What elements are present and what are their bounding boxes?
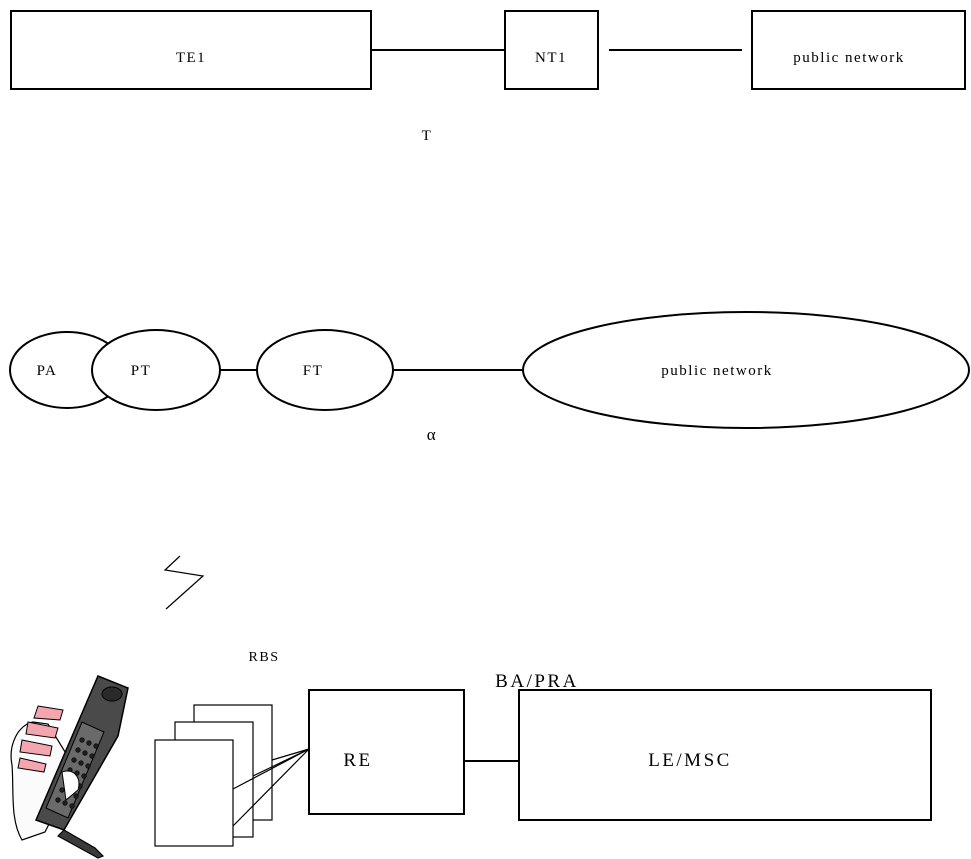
te1-label: TE1 <box>176 50 206 66</box>
pt-ellipse <box>91 329 221 411</box>
diagram-radio-access: RBS BA/PRA <box>10 555 932 859</box>
ft-ellipse <box>256 329 394 411</box>
rbs-label: RBS <box>249 650 280 665</box>
public-network-label-2: public network <box>661 363 772 379</box>
interface-label: BA/PRA <box>495 671 579 692</box>
nt1-label: NT1 <box>535 50 567 66</box>
reference-point-alpha: α <box>427 425 437 444</box>
public-network-box <box>751 10 966 90</box>
le-msc-box <box>518 689 932 821</box>
reference-point-t: T <box>422 128 433 144</box>
nt1-box <box>504 10 599 90</box>
re-box <box>308 689 465 815</box>
te1-box <box>10 10 372 90</box>
diagram-isdn: TE1 NT1 public network T <box>10 10 966 144</box>
diagram-dect: PA PT FT public network α <box>9 311 970 444</box>
rbs-stack <box>154 704 310 847</box>
pt-label: PT <box>131 363 152 379</box>
re-label: RE <box>343 750 372 771</box>
radio-link-icon <box>163 555 205 610</box>
ft-label: FT <box>303 363 324 379</box>
le-msc-label: LE/MSC <box>648 750 732 771</box>
public-network-ellipse <box>522 311 970 429</box>
handset-icon <box>10 675 129 859</box>
public-network-label: public network <box>793 50 904 66</box>
pa-label: PA <box>37 363 58 379</box>
